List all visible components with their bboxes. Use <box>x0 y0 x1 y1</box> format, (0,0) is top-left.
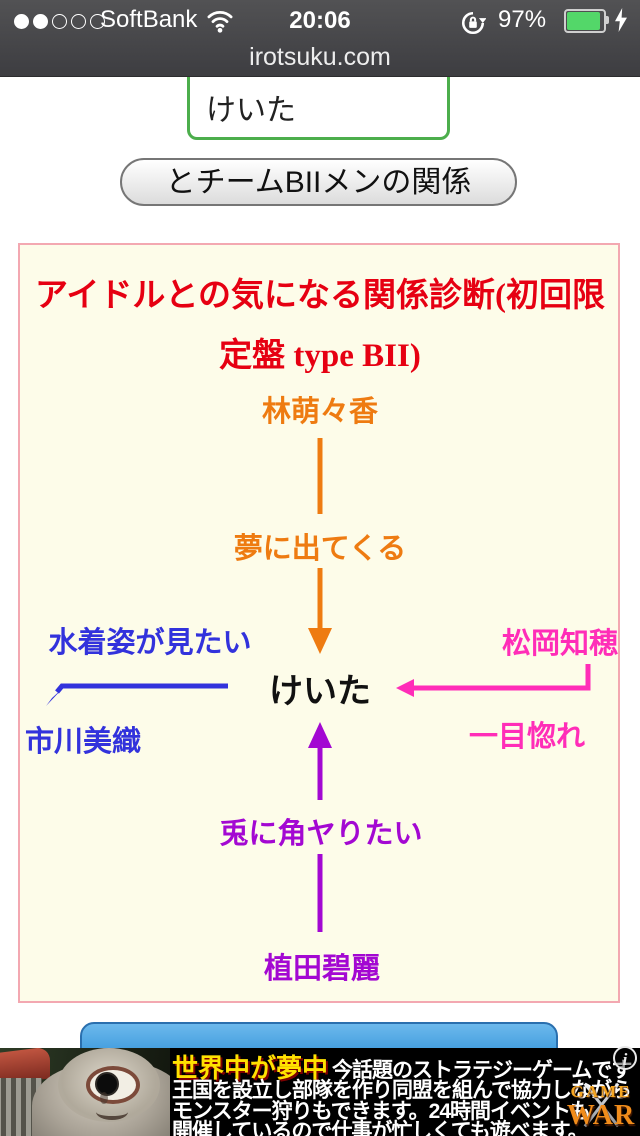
relation-name-right: 松岡知穂 <box>501 628 619 660</box>
status-and-url-bar: SoftBank 20:06 97% <box>0 0 640 77</box>
relation-name-bottom: 植田碧麗 <box>263 953 381 985</box>
game-war-logo-bottom: WAR <box>566 1100 636 1131</box>
game-war-logo-top: GAME <box>570 1082 632 1101</box>
cellular-signal-icon <box>14 13 109 31</box>
carrier-label: SoftBank <box>100 6 198 33</box>
ad-banner[interactable]: 世界中が夢中今話題のストラテジーゲームです 王国を設立し部隊を作り同盟を組んで協… <box>0 1046 640 1136</box>
ad-text-line-1: 世界中が夢中今話題のストラテジーゲームです <box>172 1048 632 1085</box>
ad-text-line-3: モンスター狩りもできます。24時間イベントも <box>172 1100 591 1123</box>
monster-nose <box>100 1092 108 1104</box>
center-person-name: けいた <box>269 672 371 711</box>
relation-name-top: 林萌々香 <box>261 396 379 428</box>
charging-bolt-icon <box>615 8 627 32</box>
rotation-lock-icon <box>461 11 486 35</box>
relation-label-left: 水着姿が見たい <box>48 627 252 659</box>
relation-label-bottom: 兎に角ヤりたい <box>219 818 423 850</box>
status-bar: SoftBank 20:06 97% <box>0 0 640 40</box>
ad-monster-image <box>0 1048 170 1136</box>
diagram-title: アイドルとの気になる関係診断(初回限定盤 type BII) <box>34 278 605 374</box>
relation-diagnose-button[interactable]: とチームBIIメンの関係 <box>120 158 517 206</box>
wifi-icon <box>207 10 233 33</box>
relation-label-top: 夢に出てくる <box>233 533 407 565</box>
monster-pupil <box>95 1072 119 1096</box>
clock: 20:06 <box>289 7 351 34</box>
monster-mouth <box>96 1104 128 1120</box>
ad-text-line-2: 王国を設立し部隊を作り同盟を組んで協力しながら <box>172 1079 632 1102</box>
game-war-logo: GAME WAR <box>562 1074 640 1136</box>
relation-label-right: 一目惚れ <box>468 721 586 753</box>
url-bar[interactable]: irotsuku.com <box>249 43 391 71</box>
battery-percent: 97% <box>498 6 547 33</box>
ad-info-icon[interactable]: i <box>613 1046 637 1070</box>
battery-icon <box>564 9 609 33</box>
ad-headline: 世界中が夢中 <box>172 1053 329 1083</box>
ad-text-line-4: 開催しているので仕事が忙しくても遊べます。 <box>172 1120 589 1136</box>
ad-headline-rest: 今話題のストラテジーゲームです <box>332 1059 632 1082</box>
relation-name-left: 市川美織 <box>25 726 142 758</box>
